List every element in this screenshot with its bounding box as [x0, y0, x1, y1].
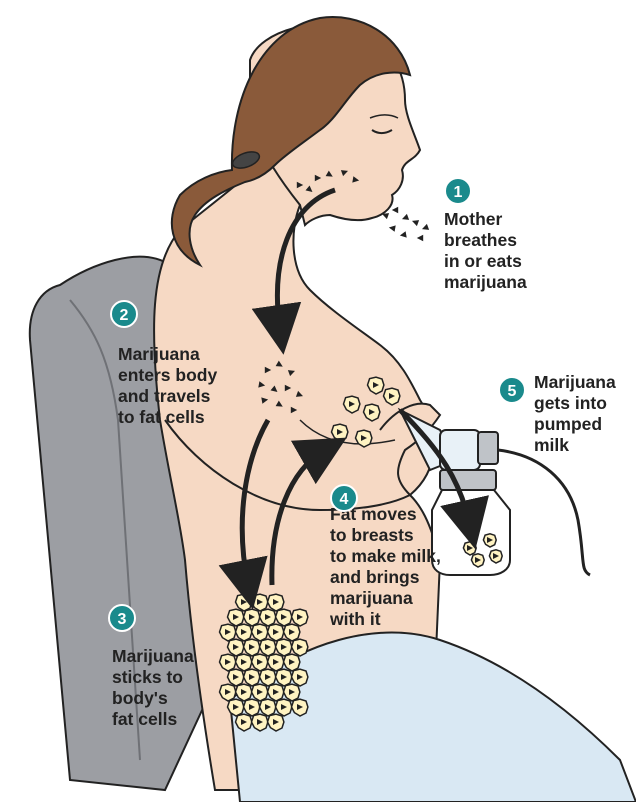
step-1: 1 Mother breathes in or eats marijuana: [444, 177, 527, 293]
step-number-badge: 5: [498, 376, 526, 404]
step-number-badge: 3: [108, 604, 136, 632]
step-number-badge: 2: [110, 300, 138, 328]
particle-icon: [399, 231, 406, 238]
step-2: 2 Marijuana enters body and travels to f…: [110, 300, 217, 428]
particle-icon: [421, 224, 429, 232]
step-3: 3 Marijuana sticks to body's fat cells: [108, 604, 194, 730]
particle-icon: [411, 218, 419, 226]
step-5: 5 Marijuana gets into pumped milk: [498, 372, 616, 456]
particle-icon: [417, 235, 423, 241]
particle-icon: [401, 214, 409, 222]
step-4: 4 Fat moves to breasts to make milk, and…: [330, 484, 441, 630]
step-number-badge: 1: [444, 177, 472, 205]
particle-icon: [392, 207, 398, 213]
step-number-badge: 4: [330, 484, 358, 512]
particle-icon: [388, 224, 395, 231]
